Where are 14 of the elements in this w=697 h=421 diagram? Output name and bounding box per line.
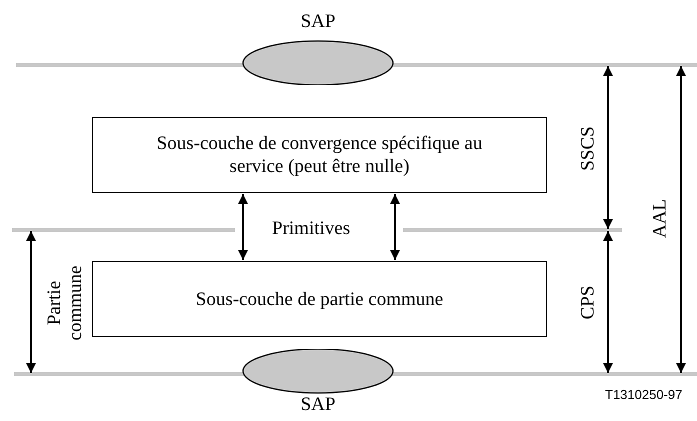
figure-number: T1310250-97	[605, 386, 682, 404]
access-point-label: SAP	[300, 11, 336, 33]
layer-name: Sous-couche de partie commune	[194, 288, 444, 310]
arrow	[390, 194, 400, 260]
layer-box	[92, 261, 547, 337]
layer-abbreviation: AAL	[650, 197, 670, 240]
layer-abbreviation: SSCS	[578, 124, 598, 172]
layer-name: Sous-couche de convergence spécifique au service (peut être nulle)	[156, 132, 484, 178]
access-point-label: SAP	[300, 394, 336, 416]
dimension-label: Partie commune	[44, 264, 86, 342]
primitives-label: Primitives	[272, 218, 350, 240]
layer-abbreviation: CPS	[578, 284, 598, 321]
layer-box	[92, 117, 547, 193]
arrow	[238, 194, 248, 260]
